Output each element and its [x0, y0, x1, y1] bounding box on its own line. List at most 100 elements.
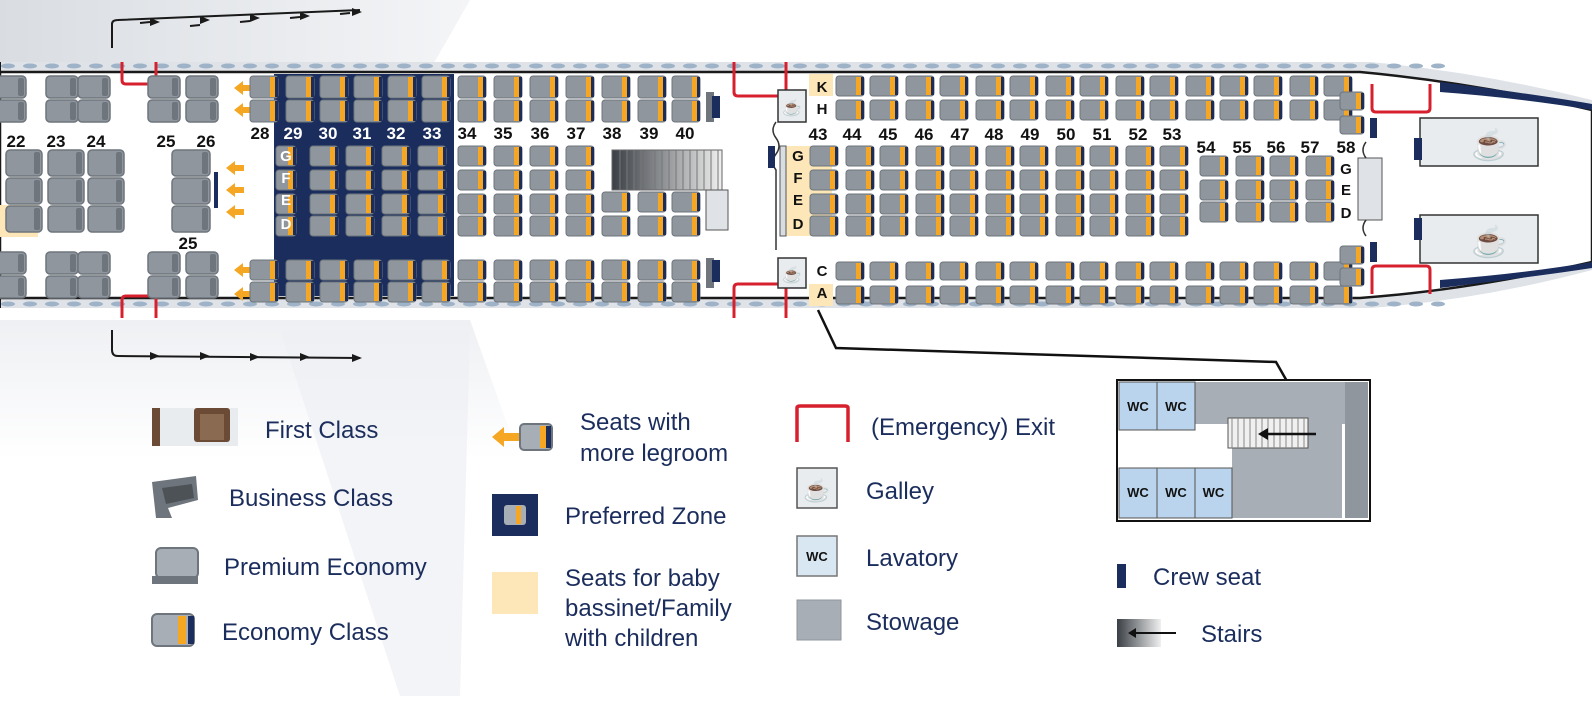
- economy-seat[interactable]: [381, 145, 411, 167]
- economy-seat[interactable]: [869, 75, 899, 97]
- economy-seat[interactable]: [309, 215, 339, 237]
- economy-seat[interactable]: [457, 193, 487, 215]
- economy-seat[interactable]: [879, 169, 909, 191]
- economy-seat[interactable]: [345, 193, 375, 215]
- premium-economy-seat[interactable]: [45, 251, 79, 275]
- economy-seat[interactable]: [1045, 75, 1075, 97]
- premium-economy-seat[interactable]: [47, 177, 85, 205]
- economy-seat[interactable]: [1009, 261, 1039, 281]
- economy-seat[interactable]: [1339, 245, 1365, 265]
- economy-seat[interactable]: [671, 281, 701, 303]
- economy-seat[interactable]: [1199, 201, 1229, 223]
- economy-seat[interactable]: [1253, 99, 1283, 121]
- economy-seat[interactable]: [457, 169, 487, 191]
- premium-economy-seat[interactable]: [77, 99, 111, 123]
- economy-seat[interactable]: [457, 145, 487, 167]
- economy-seat[interactable]: [1079, 99, 1109, 121]
- economy-seat[interactable]: [879, 215, 909, 237]
- premium-economy-seat[interactable]: [185, 99, 219, 123]
- economy-seat[interactable]: [1055, 145, 1085, 167]
- economy-seat[interactable]: [493, 259, 523, 281]
- economy-seat[interactable]: [845, 169, 875, 191]
- economy-seat[interactable]: [1055, 215, 1085, 237]
- economy-seat[interactable]: [1159, 215, 1189, 237]
- economy-seat[interactable]: [275, 169, 297, 191]
- premium-economy-seat[interactable]: [47, 205, 85, 233]
- economy-seat[interactable]: [601, 75, 631, 99]
- economy-seat[interactable]: [249, 99, 279, 123]
- economy-seat[interactable]: [949, 145, 979, 167]
- economy-seat[interactable]: [1219, 99, 1249, 121]
- premium-economy-seat[interactable]: [77, 251, 111, 275]
- premium-economy-seat[interactable]: [77, 75, 111, 99]
- economy-seat[interactable]: [493, 169, 523, 191]
- economy-seat[interactable]: [421, 75, 451, 99]
- economy-seat[interactable]: [275, 215, 297, 237]
- premium-economy-seat[interactable]: [45, 99, 79, 123]
- economy-seat[interactable]: [275, 193, 297, 215]
- economy-seat[interactable]: [975, 261, 1005, 281]
- economy-seat[interactable]: [985, 193, 1015, 215]
- premium-economy-seat[interactable]: [87, 177, 125, 205]
- economy-seat[interactable]: [249, 75, 279, 99]
- economy-seat[interactable]: [1089, 193, 1119, 215]
- economy-seat[interactable]: [1009, 285, 1039, 305]
- economy-seat[interactable]: [1115, 261, 1145, 281]
- premium-economy-seat[interactable]: [45, 75, 79, 99]
- economy-seat[interactable]: [1125, 193, 1155, 215]
- economy-seat[interactable]: [1253, 75, 1283, 97]
- economy-seat[interactable]: [671, 75, 701, 99]
- economy-seat[interactable]: [387, 281, 417, 303]
- economy-seat[interactable]: [915, 215, 945, 237]
- economy-seat[interactable]: [1045, 285, 1075, 305]
- economy-seat[interactable]: [879, 193, 909, 215]
- economy-seat[interactable]: [1149, 75, 1179, 97]
- economy-seat[interactable]: [1115, 75, 1145, 97]
- economy-seat[interactable]: [601, 191, 631, 213]
- economy-seat[interactable]: [809, 169, 839, 191]
- economy-seat[interactable]: [1235, 179, 1265, 201]
- premium-economy-seat[interactable]: [147, 75, 181, 99]
- economy-seat[interactable]: [309, 193, 339, 215]
- economy-seat[interactable]: [529, 145, 559, 167]
- economy-seat[interactable]: [975, 75, 1005, 97]
- economy-seat[interactable]: [417, 169, 447, 191]
- economy-seat[interactable]: [1089, 215, 1119, 237]
- economy-seat[interactable]: [529, 75, 559, 99]
- economy-seat[interactable]: [1089, 145, 1119, 167]
- economy-seat[interactable]: [601, 215, 631, 237]
- economy-seat[interactable]: [319, 75, 349, 99]
- economy-seat[interactable]: [915, 193, 945, 215]
- economy-seat[interactable]: [457, 99, 487, 123]
- premium-economy-seat[interactable]: [5, 149, 43, 177]
- economy-seat[interactable]: [285, 75, 315, 99]
- economy-seat[interactable]: [985, 145, 1015, 167]
- economy-seat[interactable]: [1185, 285, 1215, 305]
- economy-seat[interactable]: [493, 193, 523, 215]
- economy-seat[interactable]: [565, 99, 595, 123]
- economy-seat[interactable]: [1235, 201, 1265, 223]
- premium-economy-seat[interactable]: [5, 177, 43, 205]
- economy-seat[interactable]: [421, 281, 451, 303]
- economy-seat[interactable]: [1305, 179, 1335, 201]
- premium-economy-seat[interactable]: [185, 275, 219, 299]
- economy-seat[interactable]: [1045, 99, 1075, 121]
- premium-economy-seat[interactable]: [171, 177, 211, 205]
- economy-seat[interactable]: [345, 169, 375, 191]
- premium-economy-seat[interactable]: [0, 99, 27, 123]
- economy-seat[interactable]: [529, 193, 559, 215]
- economy-seat[interactable]: [1055, 169, 1085, 191]
- economy-seat[interactable]: [1019, 169, 1049, 191]
- economy-seat[interactable]: [1019, 145, 1049, 167]
- economy-seat[interactable]: [1199, 155, 1229, 177]
- economy-seat[interactable]: [493, 215, 523, 237]
- economy-seat[interactable]: [1219, 261, 1249, 281]
- economy-seat[interactable]: [353, 281, 383, 303]
- economy-seat[interactable]: [457, 259, 487, 281]
- economy-seat[interactable]: [457, 215, 487, 237]
- economy-seat[interactable]: [275, 145, 297, 167]
- economy-seat[interactable]: [529, 215, 559, 237]
- economy-seat[interactable]: [1019, 215, 1049, 237]
- economy-seat[interactable]: [1269, 201, 1299, 223]
- economy-seat[interactable]: [417, 193, 447, 215]
